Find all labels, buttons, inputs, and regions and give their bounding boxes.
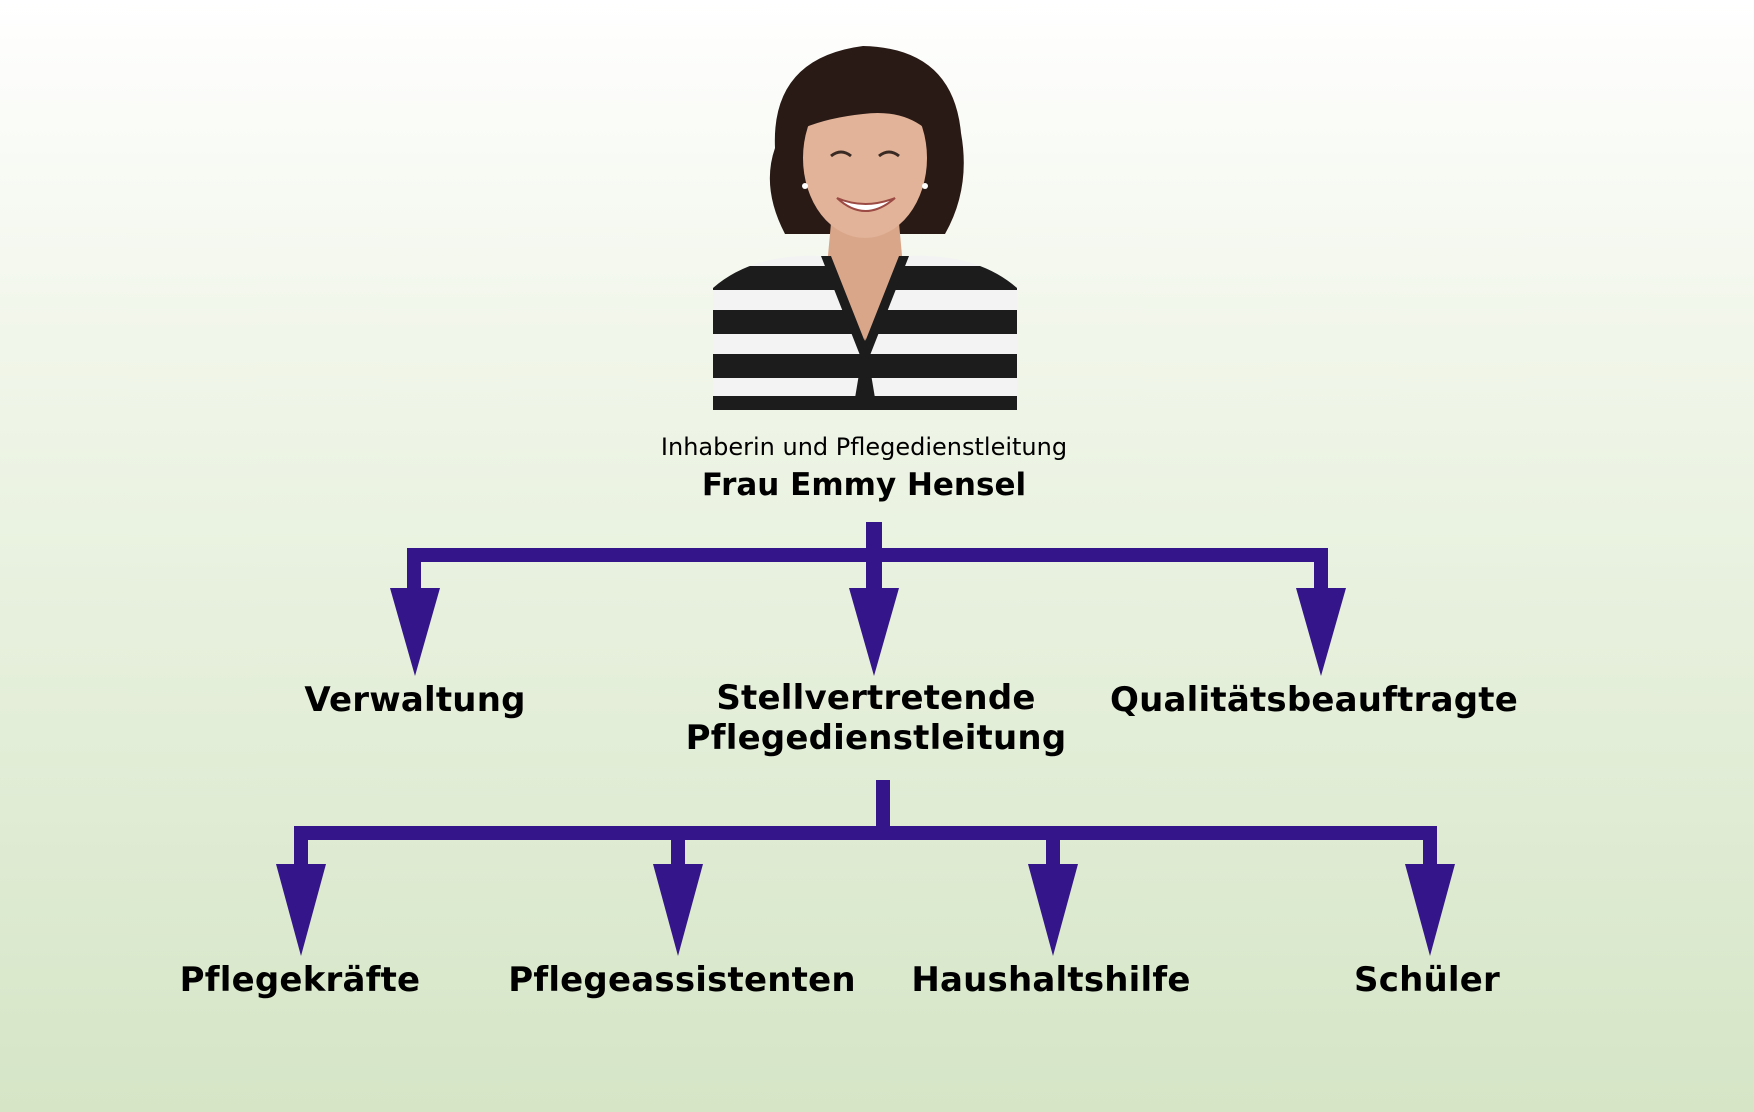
arrowhead-schueler bbox=[1405, 864, 1455, 956]
arrowhead-haushaltshilfe bbox=[1028, 864, 1078, 956]
node-verwaltung-label: Verwaltung bbox=[304, 680, 526, 720]
owner-portrait bbox=[713, 46, 1017, 410]
node-haushaltshilfe-label: Haushaltshilfe bbox=[911, 960, 1191, 1000]
arrowhead-stellvertretende bbox=[849, 588, 899, 676]
arrowhead-qualitaet bbox=[1296, 588, 1346, 676]
connector-drop-qualitaet bbox=[1314, 548, 1328, 590]
connector-drop-verwaltung bbox=[407, 548, 421, 590]
arrowhead-pflegeassistenten bbox=[653, 864, 703, 956]
node-qualitaetsbeauftragte: Qualitätsbeauftragte bbox=[1110, 680, 1518, 720]
connector-drop-haushaltshilfe bbox=[1046, 826, 1060, 868]
node-pflegekraefte: Pflegekräfte bbox=[180, 960, 421, 1000]
arrowhead-verwaltung bbox=[390, 588, 440, 676]
node-schueler-label: Schüler bbox=[1354, 960, 1500, 1000]
node-verwaltung: Verwaltung bbox=[304, 680, 525, 720]
owner-name: Frau Emmy Hensel bbox=[701, 467, 1027, 503]
connector-drop-stellvertretende bbox=[866, 548, 882, 590]
connector-drop-schueler bbox=[1423, 826, 1437, 868]
connector-drop-pflegekraefte bbox=[294, 826, 308, 868]
connector-drop-pflegeassistenten bbox=[671, 826, 685, 868]
connector-trunk-bottom bbox=[876, 780, 890, 828]
node-stellvertretende-label: Stellvertretende Pflegedienstleitung bbox=[685, 678, 1067, 758]
node-stellvertretende-pflegedienstleitung: Stellvertretende Pflegedienstleitung bbox=[686, 678, 1067, 758]
node-pflegeassistenten-label: Pflegeassistenten bbox=[508, 960, 856, 1000]
arrowhead-pflegekraefte bbox=[276, 864, 326, 956]
node-pflegekraefte-label: Pflegekräfte bbox=[179, 960, 421, 1000]
connector-group bbox=[276, 522, 1455, 956]
node-schueler: Schüler bbox=[1354, 960, 1500, 1000]
node-haushaltshilfe: Haushaltshilfe bbox=[911, 960, 1190, 1000]
node-pflegeassistenten: Pflegeassistenten bbox=[508, 960, 856, 1000]
connector-bar-bottom bbox=[294, 826, 1437, 840]
node-qualitaetsbeauftragte-label: Qualitätsbeauftragte bbox=[1110, 680, 1518, 720]
owner-role: Inhaberin und Pflegedienstleitung bbox=[660, 433, 1068, 461]
